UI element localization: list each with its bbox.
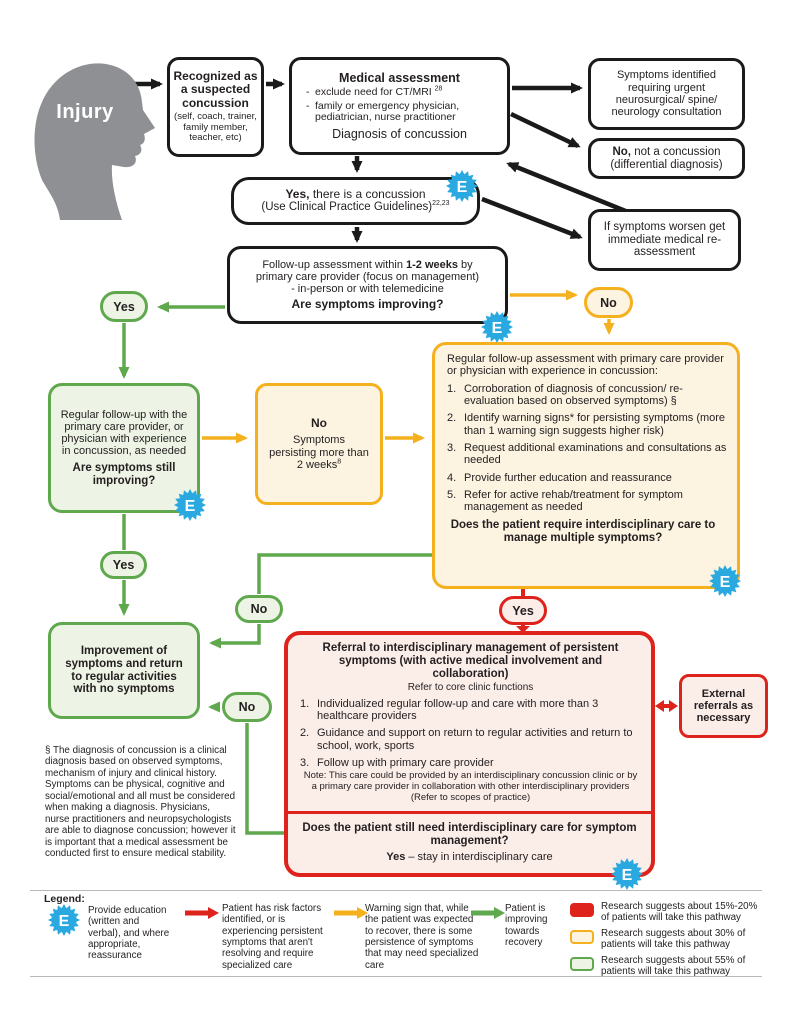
list-item: 3.Follow up with primary care provider [300,757,494,770]
bullet-exclude-ct-mri: - exclude need for CT/MRI 28 [306,85,443,98]
node-footer: Diagnosis of concussion [332,127,467,142]
node-regular-followup-green: Regular follow-up with the primary care … [48,383,200,513]
education-badge-icon: E [709,565,741,597]
node-numbered-list: 1.Individualized regular follow-up and c… [300,698,641,770]
education-badge-icon: E [446,170,478,202]
node-symptoms-worsen-reassessment: If symptoms worsen get immediate medical… [588,209,741,271]
bullet-provider-types: - family or emergency physician, pediatr… [306,99,460,124]
svg-text:E: E [492,320,503,337]
list-item: 2.Guidance and support on return to regu… [300,727,633,752]
node-subtext: (self, coach, trainer, family member, te… [174,111,257,144]
dash: - [306,85,310,98]
node-improvement-return: Improvement of symptoms and return to re… [48,622,200,719]
node-symptoms-persisting: No Symptoms persisting more than 2 weeks… [255,383,383,505]
list-item: 3.Request additional examinations and co… [447,441,727,467]
education-badge-icon: E [611,858,643,890]
red-arrow-icon [185,907,219,919]
node-line2: primary care provider (focus on manageme… [255,271,480,284]
svg-text:E: E [720,574,731,591]
node-intro: Regular follow-up assessment with primar… [447,353,724,378]
dash: - [306,99,310,112]
list-item: 1.Individualized regular follow-up and c… [300,697,599,723]
yellow-arrow-icon [334,907,368,919]
node-referral-interdisciplinary: Referral to interdisciplinary management… [284,631,655,877]
green-pathway-swatch [570,957,594,971]
legend-item-red-pathway: Research suggests about 15%-20% of patie… [601,901,758,924]
node-question: Does the patient require interdisciplina… [450,519,716,545]
node-urgent-consultation: Symptoms identified requiring urgent neu… [588,58,745,130]
green-arrow-icon [471,907,505,919]
pill-no-improving: No [584,287,633,318]
node-text: If symptoms worsen get immediate medical… [603,220,726,259]
svg-text:E: E [59,913,70,930]
legend-top-divider [30,890,762,891]
list-item: 2.Identify warning signs* for persisting… [447,412,726,437]
node-note: Note: This care could be provided by an … [303,770,638,804]
node-title: No [311,415,327,430]
svg-text:E: E [457,179,468,196]
pill-yes-improving: Yes [100,291,148,322]
node-question: Are symptoms still improving? [72,461,176,487]
node-not-a-concussion: No, not a concussion (differential diagn… [588,138,745,179]
node-text2: (differential diagnosis) [610,158,723,171]
head-silhouette-icon [34,63,155,220]
pill-yes-still-improving: Yes [100,551,147,579]
legend-item-risk-factors: Patient has risk factors identified, or … [222,903,323,971]
pill-no-still-need-care: No [222,692,272,722]
node-title: Referral to interdisciplinary management… [322,642,619,680]
node-text: Improvement of symptoms and return to re… [65,644,183,696]
pill-no-interdisciplinary: No [235,595,283,623]
node-numbered-list: 1.Corroboration of diagnosis of concussi… [447,378,729,514]
pill-yes-interdisciplinary: Yes [499,596,547,625]
node-text: Yes, there is a concussion [285,186,426,201]
legend-title: Legend: [44,893,85,905]
list-item: 4.Provide further education and reassura… [447,471,672,484]
red-pathway-swatch [570,903,594,917]
node-external-referrals: External referrals as necessary [679,674,768,738]
node-yes-concussion: Yes, there is a concussion (Use Clinical… [231,177,480,225]
node-text: Symptoms identified requiring urgent neu… [611,69,722,119]
node-regular-followup-assessment: Regular follow-up assessment with primar… [432,342,740,589]
node-line3: - in-person or with telemedicine [291,283,444,296]
node-title: Recognized as a suspected concussion [173,68,258,110]
svg-text:E: E [185,498,196,515]
legend-bottom-divider [30,976,762,977]
legend-item-education: Provide education (written and verbal), … [88,905,170,962]
node-answer: Yes – stay in interdisciplinary care [386,850,553,863]
node-recognized-suspected-concussion: Recognized as a suspected concussion (se… [167,57,264,157]
diagnosis-footnote: § The diagnosis of concussion is a clini… [45,745,236,860]
legend-item-yellow-pathway: Research suggests about 30% of patients … [601,928,746,951]
node-medical-assessment: Medical assessment - exclude need for CT… [289,57,510,155]
node-text: External referrals as necessary [693,687,754,725]
list-item: 5.Refer for active rehab/treatment for s… [447,488,683,514]
node-line1: Follow-up assessment within 1-2 weeks by [262,258,473,271]
node-text: No, not a concussion [612,145,721,158]
node-text2: (Use Clinical Practice Guidelines)22,23 [261,200,450,214]
node-text: Symptoms persisting more than 2 weeks8 [269,434,369,471]
node-question: Are symptoms improving? [291,296,444,311]
node-text: Regular follow-up with the primary care … [60,408,188,458]
legend-item-green-pathway: Research suggests about 55% of patients … [601,955,746,978]
yellow-pathway-swatch [570,930,594,944]
node-subtitle: Refer to core clinic functions [407,681,534,693]
legend-item-improving: Patient is improving towards recovery [505,903,548,949]
node-title: Medical assessment [339,70,460,85]
list-item: 1.Corroboration of diagnosis of concussi… [447,382,683,407]
node-still-need-care-question: Does the patient still need interdiscipl… [288,811,651,873]
svg-text:E: E [622,867,633,884]
education-badge-icon: E [481,311,513,343]
education-badge-icon: E [48,904,80,936]
node-question: Does the patient still need interdiscipl… [302,822,637,847]
injury-label: Injury [56,101,114,123]
education-badge-icon: E [174,489,206,521]
node-followup-assessment: Follow-up assessment within 1-2 weeks by… [227,246,508,324]
legend-item-warning-sign: Warning sign that, while the patient was… [365,903,479,971]
